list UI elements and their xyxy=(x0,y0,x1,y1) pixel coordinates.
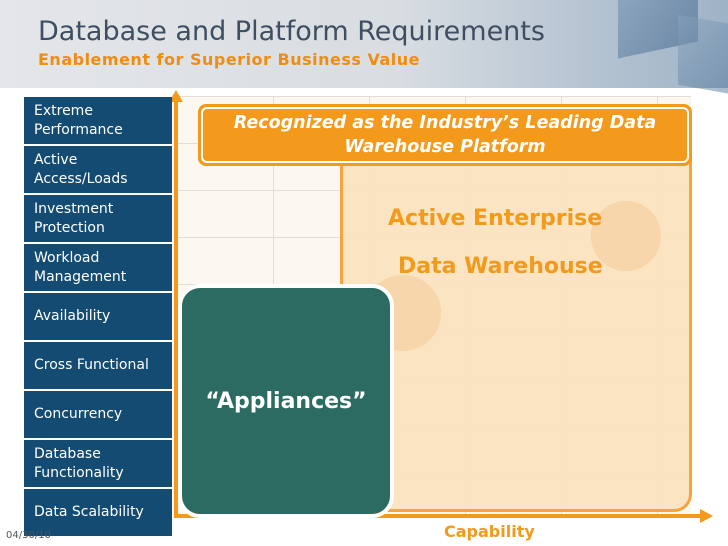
x-axis-arrow xyxy=(700,509,713,523)
requirement-item: Extreme Performance xyxy=(24,97,172,144)
requirement-item: Data Scalability xyxy=(24,489,172,536)
requirement-item: Database Functionality xyxy=(24,440,172,487)
enterprise-label-line2: Data Warehouse xyxy=(398,254,603,279)
decorative-pie xyxy=(591,201,661,271)
enterprise-label-line1: Active Enterprise xyxy=(388,206,603,231)
appliances-box: “Appliances” xyxy=(178,284,394,518)
x-axis-label: Capability xyxy=(444,522,535,541)
decorative-cube xyxy=(678,14,728,96)
requirement-item: Availability xyxy=(24,293,172,340)
requirement-item: Active Access/Loads xyxy=(24,146,172,193)
banner-text: Recognized as the Industry’s Leading Dat… xyxy=(233,113,657,157)
requirement-item: Cross Functional xyxy=(24,342,172,389)
appliances-label: “Appliances” xyxy=(205,388,367,414)
requirements-list: Extreme Performance Active Access/Loads … xyxy=(24,97,172,538)
slide-date: 04/30/10 xyxy=(6,530,51,541)
slide-subtitle: Enablement for Superior Business Value xyxy=(38,50,420,69)
requirement-item: Workload Management xyxy=(24,244,172,291)
banner-frame: Recognized as the Industry’s Leading Dat… xyxy=(201,107,689,163)
y-axis-arrow xyxy=(169,90,183,102)
slide-header: Database and Platform Requirements Enabl… xyxy=(0,0,728,96)
y-axis-line xyxy=(174,100,178,518)
requirement-item: Concurrency xyxy=(24,391,172,438)
requirement-item: Investment Protection xyxy=(24,195,172,242)
industry-leader-banner: Recognized as the Industry’s Leading Dat… xyxy=(198,104,692,166)
enterprise-data-warehouse-region xyxy=(340,140,692,512)
x-axis-line xyxy=(174,514,702,518)
slide-title: Database and Platform Requirements xyxy=(38,16,545,47)
